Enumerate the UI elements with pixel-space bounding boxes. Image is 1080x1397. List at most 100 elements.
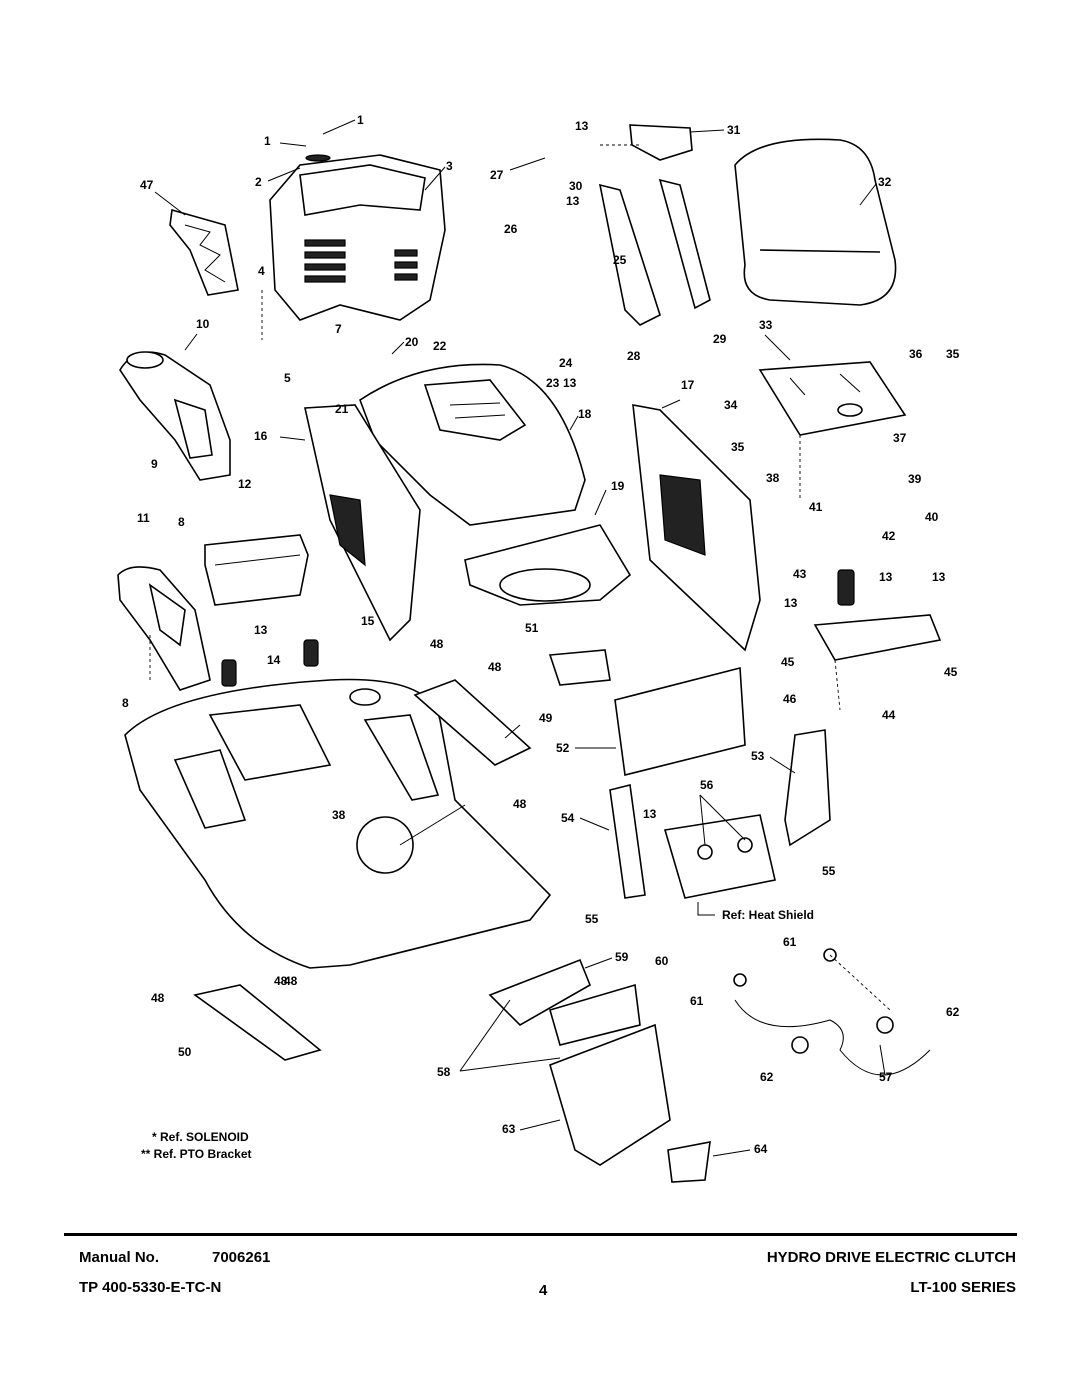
callout: 10 [196,317,210,331]
callout: 59 [615,950,629,964]
decal-49 [413,679,532,766]
running-board-15 [124,678,552,969]
footer-divider [64,1233,1017,1236]
callout: 62 [946,1005,960,1019]
callout: 54 [561,811,575,825]
callout: 48 [430,637,444,651]
callout: 9 [151,457,158,471]
support-29 [658,178,711,310]
callout: 49 [539,711,553,725]
callout: 36 [909,347,923,361]
callout: 47 [140,178,154,192]
callout: 55 [822,864,836,878]
callout: 13 [643,807,657,821]
callout: 44 [882,708,896,722]
callout: 27 [490,168,504,182]
callout: 43 [793,567,807,581]
callout: 60 [655,954,669,968]
callout: 13 [563,376,577,390]
callout: 2 [255,175,262,189]
callout: 48 [488,660,502,674]
decal-50 [193,984,322,1061]
callout: 63 [502,1122,516,1136]
footrest-11 [117,566,211,691]
springs-14 [221,639,319,687]
callout: 39 [908,472,922,486]
callout: 48 [151,991,165,1005]
solenoid-assembly-56 [663,814,776,899]
callout: 61 [690,994,704,1008]
seat-bracket-31 [629,124,693,161]
callout: 29 [713,332,727,346]
heat-shield-52 [614,666,746,776]
callout: 34 [724,398,738,412]
callout: 57 [879,1070,893,1084]
callout: 13 [932,570,946,584]
callout: 11 [137,511,150,525]
callout: 52 [556,741,570,755]
dash-panel-part [269,154,446,321]
grille-insert-64 [667,1141,711,1183]
seat-32 [734,138,897,306]
callout: 48 [513,797,527,811]
callout: 45 [944,665,958,679]
lens-59 [488,958,592,1026]
callout: 46 [783,692,797,706]
callout: 19 [611,479,625,493]
callout: 50 [178,1045,192,1059]
callout: 45 [781,655,795,669]
manual-label: Manual No. [79,1249,160,1266]
callout: 56 [700,778,714,792]
footrest-10 [119,351,231,481]
callout: 26 [504,222,518,236]
bracket-51 [548,649,611,686]
callout: 53 [751,749,765,763]
decal-47 [169,208,239,296]
callout: 31 [727,123,741,137]
series-label: LT-100 SERIES [910,1279,1016,1296]
callout: 30 [569,179,583,193]
callout: 55 [585,912,599,926]
callout: 23 [546,376,560,390]
seat-spring-43 [837,569,855,606]
solenoid-note: * Ref. SOLENOID [152,1130,249,1144]
side-panel-16 [304,404,421,642]
callout: 35 [731,440,745,454]
grille-19 [464,524,632,606]
callout: 37 [893,431,907,445]
hood-18 [359,363,586,526]
seat-bracket-44 [813,614,942,661]
callout: 13 [254,623,268,637]
callout: 38 [332,808,346,822]
callout: 61 [783,935,797,949]
callout: 3 [446,159,453,173]
callout: 38 [766,471,780,485]
page-number: 4 [539,1282,548,1299]
callout: 51 [525,621,539,635]
callout: 24 [559,356,573,370]
harness-57 [733,948,931,1076]
side-panel-17 [632,404,761,652]
callout: 25 [613,253,627,267]
callout: 48 [284,974,298,988]
dash-vents [304,239,418,283]
callout: 4 [258,264,265,278]
callout: 5 [284,371,291,385]
callout: 8 [178,515,185,529]
callout: 64 [754,1142,768,1156]
callout: 15 [361,614,375,628]
callout: 12 [238,477,252,491]
bracket-54 [609,784,646,899]
callout: 13 [566,194,580,208]
callout: 7 [335,322,342,336]
callout: 13 [575,119,589,133]
grille-63 [549,1023,671,1166]
callout: 58 [437,1065,451,1079]
callout: 62 [760,1070,774,1084]
callout: 35 [946,347,960,361]
seat-plate-33 [758,361,907,436]
callout: 41 [809,500,823,514]
callout: 48 [274,974,288,988]
callout: 21 [335,402,349,416]
callout: 28 [627,349,641,363]
